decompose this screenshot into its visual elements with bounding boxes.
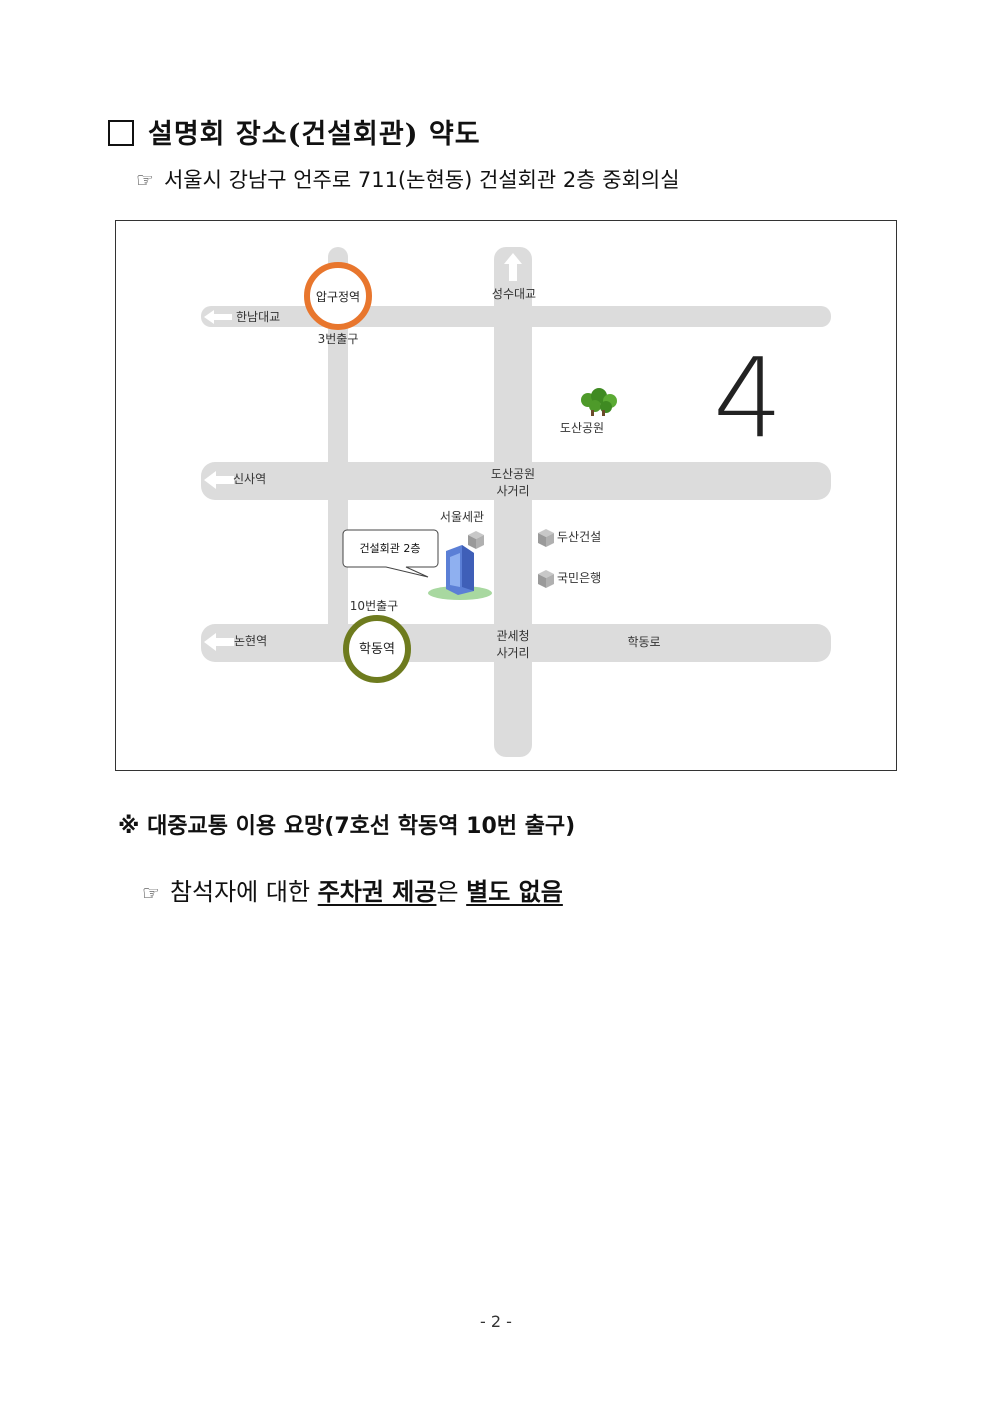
hakdong-station-label: 학동역 [359,642,395,657]
callout-bubble: 건설회관 2층 [342,529,439,578]
left-arrow-icon [204,310,232,324]
apgujeong-station-marker [304,262,372,330]
label-gwanse-intersection-2: 사거리 [496,646,529,660]
label-dosan-intersection-2: 사거리 [496,484,529,498]
cube-icon [468,531,484,549]
label-kookmin-bank: 국민은행 [557,570,601,585]
reference-mark: ※ [118,814,140,839]
cube-icon [538,570,554,588]
section-heading: 설명회 장소(건설회관) 약도 [108,112,481,151]
heading-title: 설명회 장소(건설회관) 약도 [148,119,481,150]
label-seongsu-bridge: 성수대교 [492,287,536,301]
callout-text: 건설회관 2층 [359,542,420,555]
checkbox-icon [108,120,134,146]
label-doosan: 두산건설 [557,530,601,544]
parking-middle: 은 [436,878,467,906]
address-line: ☞ 서울시 강남구 언주로 711(논현동) 건설회관 2층 중회의실 [136,164,680,194]
label-dosan-intersection-1: 도산공원 [491,467,535,481]
label-nonhyeon-station: 논현역 [234,634,267,648]
label-sinsa-station: 신사역 [233,472,266,486]
label-dosan-park: 도산공원 [560,421,604,435]
page-number: - 2 - [480,1312,512,1331]
notice-text: 대중교통 이용 요망(7호선 학동역 10번 출구) [147,814,576,839]
road-network [201,247,831,757]
left-arrow-icon [204,633,234,651]
label-gwanse-intersection-1: 관세청 [496,629,529,643]
parking-emphasis-2: 별도 없음 [466,878,563,906]
hakdong-exit-label: 10번출구 [350,599,398,613]
up-arrow-icon [504,253,522,281]
label-seoul-customs: 서울세관 [440,510,484,524]
parking-emphasis-1: 주차권 제공 [317,878,437,906]
large-numeral-4: 4 [713,334,783,462]
pointing-hand-icon: ☞ [136,168,154,192]
parking-notice: ☞ 참석자에 대한 주차권 제공은 별도 없음 [142,872,563,907]
label-hannam-bridge: 한남대교 [236,310,280,324]
road-middle [201,462,831,500]
parking-prefix: 참석자에 대한 [169,878,318,906]
label-hakdong-ro: 학동로 [627,635,660,649]
building-icon [428,545,492,600]
road-top [201,306,831,327]
cube-icon [538,529,554,547]
tree-icon [581,388,617,416]
transit-notice: ※ 대중교통 이용 요망(7호선 학동역 10번 출구) [118,808,575,840]
address-text: 서울시 강남구 언주로 711(논현동) 건설회관 2층 중회의실 [163,168,680,192]
pointing-hand-icon: ☞ [142,881,160,905]
left-arrow-icon [204,471,234,489]
location-map: 한남대교 성수대교 신사역 논현역 압구정역 3번출구 도산공원 4 도산공원 … [115,220,897,771]
hakdong-station-marker [343,615,411,683]
apgujeong-exit-label: 3번출구 [318,332,359,346]
apgujeong-station-label: 압구정역 [316,290,360,304]
